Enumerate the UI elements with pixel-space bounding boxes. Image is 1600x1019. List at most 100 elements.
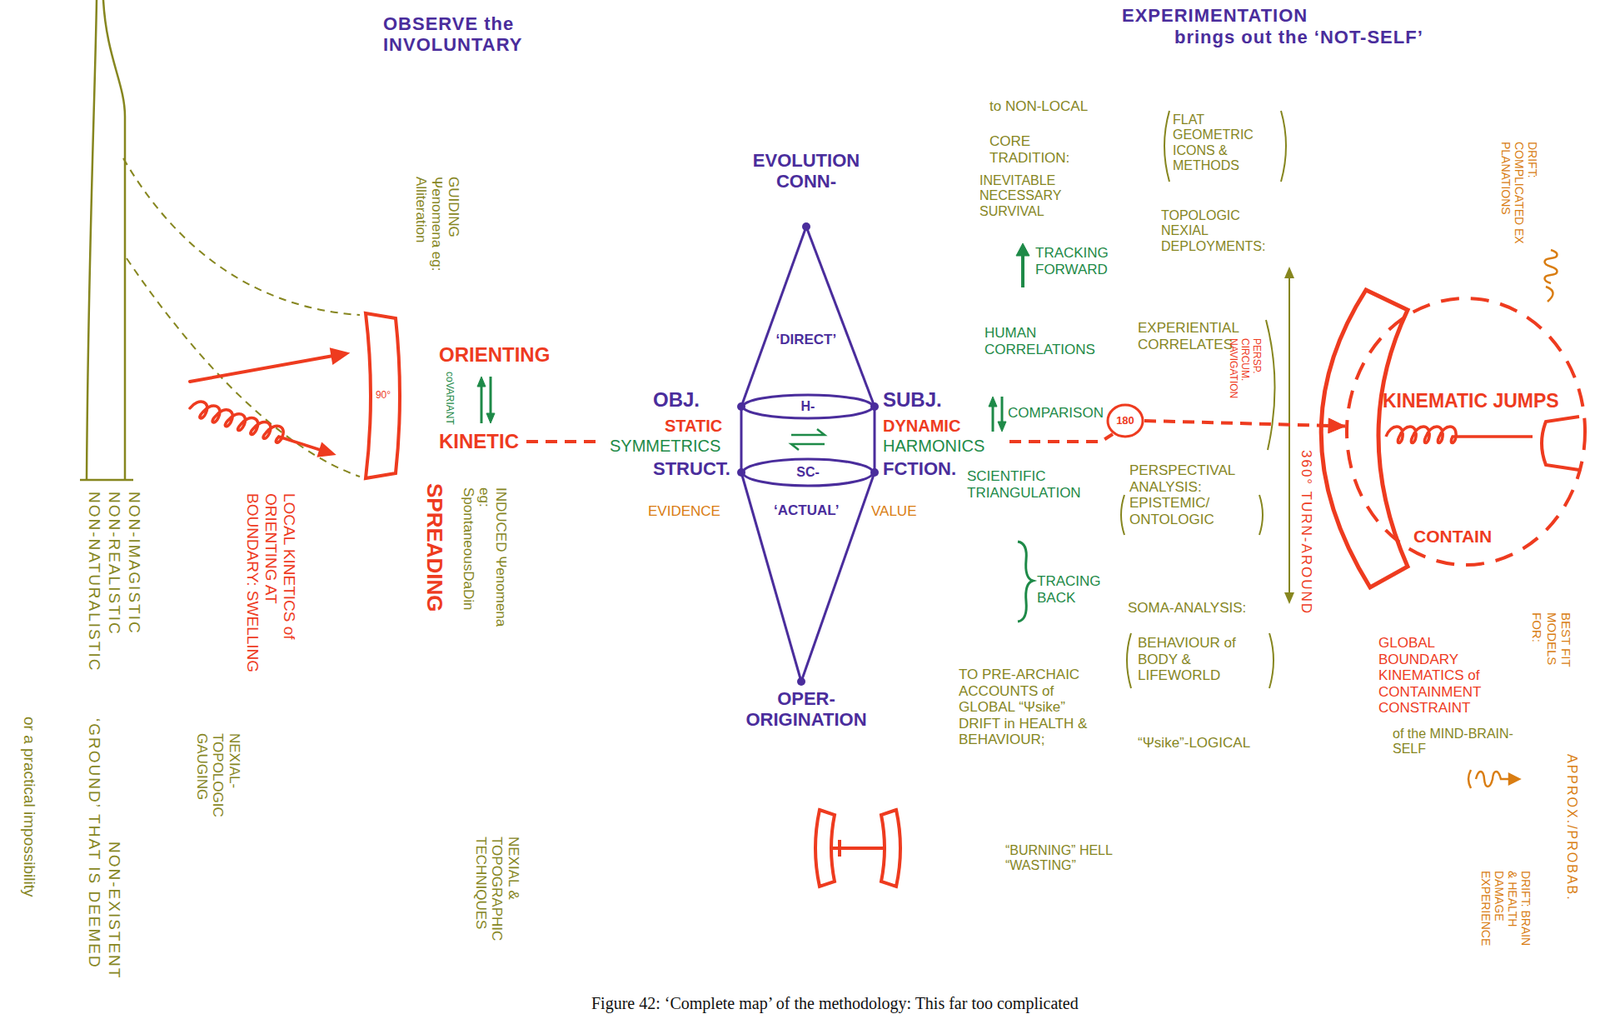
ellipse-outline [1107, 404, 1143, 437]
connector [874, 406, 876, 473]
containment-circle: KINEMATIC JUMPSCONTAIN [1345, 296, 1587, 567]
tracking-arrow [1016, 243, 1030, 288]
ground-note: NON-REALISTIC [104, 491, 124, 636]
coil [1468, 769, 1511, 788]
tradition-note: INEVITABLE NECESSARY SURVIVAL [979, 173, 1080, 220]
pole-label: FCTION. [882, 458, 957, 479]
ground-line [103, 0, 125, 480]
arrowhead [318, 443, 337, 461]
analysis-note: “Ψsike”-LOGICAL [1137, 734, 1251, 752]
connector-line [740, 406, 743, 473]
bracket [1164, 110, 1170, 182]
coil [1385, 426, 1533, 444]
dashed-circle [1346, 298, 1586, 565]
bracket [881, 809, 901, 887]
dashed-flow [526, 439, 604, 444]
stage-word: ORIENTING [438, 343, 550, 367]
down-arrow [489, 376, 493, 415]
technique-note: NEXIAL & TOPOGRAPHIC TECHNIQUES [472, 836, 522, 953]
arrowhead [1284, 266, 1295, 279]
bracket [1266, 319, 1276, 450]
self-note: of the MIND-BRAIN-SELF [1392, 726, 1526, 758]
node-text: SC- [796, 464, 820, 480]
ground-note: or a practical impossibility [19, 716, 39, 897]
analysis-note: SOMA-ANALYSIS: [1127, 599, 1247, 617]
node-text: H- [801, 398, 816, 414]
mode-label: STATIC [664, 416, 723, 436]
arrowhead [330, 348, 349, 364]
harpoon [791, 443, 825, 450]
arrowhead [988, 396, 997, 407]
dashed-guide [123, 158, 360, 315]
arrowhead [486, 413, 495, 424]
kinetics-note: LOCAL KINETICS of ORIENTING AT BOUNDARY:… [243, 493, 299, 693]
node-text: CONTAIN [1413, 526, 1492, 547]
arrowhead [1328, 418, 1346, 434]
pole-label: OBJ. [652, 388, 700, 412]
bracket [815, 809, 835, 887]
dashed-flow [1009, 433, 1113, 442]
dot [797, 677, 806, 686]
ellipse-outline [742, 458, 873, 486]
covariant-note: coVARIANT [443, 371, 455, 425]
bracket-outline [365, 313, 400, 479]
phenomena-note: GUIDING Ψenomena eg: Alliteration [412, 176, 462, 310]
mode-label: DYNAMIC [882, 416, 961, 436]
straight-arrow [189, 355, 334, 382]
arrowhead [997, 421, 1007, 432]
connector [741, 406, 743, 473]
drift-note: DRIFT: BRAIN & HEALTH DAMAGE EXPERIENCE [1479, 870, 1533, 954]
navigation-note: PERSP. CIRCUM. NAVIGATION [1227, 338, 1262, 409]
coil [188, 398, 325, 457]
harmonic-ellipse: H- [741, 393, 875, 420]
dashed-guide [126, 258, 360, 477]
method-note: TRACKING FORWARD [1035, 244, 1127, 278]
value-label: VALUE [871, 503, 918, 520]
ground-note: NON-IMAGISTIC [124, 491, 144, 635]
ground-line [86, 0, 97, 480]
technique-note: FLAT GEOMETRIC ICONS & METHODS [1172, 112, 1277, 175]
up-arrow [480, 384, 484, 424]
ground-note: ‘GROUND’ THAT IS DEEMED [84, 717, 104, 969]
stage-word: KINETIC [438, 429, 519, 454]
value-label: EVIDENCE [647, 503, 721, 520]
technique-note: TOPOLOGIC NEXIAL DEPLOYMENTS: [1161, 208, 1286, 255]
tradition-note: to NON-LOCAL [989, 98, 1088, 115]
up-arrow [1021, 253, 1025, 288]
boundary-bracket [1320, 289, 1408, 588]
connector-line [873, 406, 877, 473]
ground-figure [79, 0, 134, 480]
bar [832, 839, 883, 857]
ground-note: NON-EXISTENT [104, 841, 124, 979]
node-text: 180 [1116, 414, 1135, 428]
heading-note: OBSERVE the INVOLUNTARY [383, 13, 575, 56]
coil [1545, 249, 1558, 302]
drift-note: DRIFT: COMPLICATED EX PLANATIONS [1499, 141, 1540, 250]
arrowhead [1509, 773, 1520, 784]
cone-lines [741, 226, 875, 682]
comparison-arrows [988, 396, 1007, 432]
coil-arrow [188, 398, 338, 461]
cone-line [741, 226, 807, 407]
model-note: APPROX./PROBAB. [1564, 753, 1580, 902]
mode-label: HARMONICS [882, 436, 985, 456]
cone-line [806, 226, 875, 407]
connector-line [1144, 420, 1346, 427]
equilibrium-symbol [791, 428, 825, 450]
ground-line [79, 478, 134, 482]
boundary-bracket: 90° [362, 311, 404, 480]
covariant-arrows [477, 376, 495, 424]
apex-label: EVOLUTION CONN- [739, 149, 873, 193]
dot [802, 222, 811, 231]
turn-circle: 180 [1106, 403, 1145, 439]
stage-word: SPREADING [421, 483, 447, 613]
turnaround-note: 360° TURN-AROUND [1297, 449, 1315, 615]
arrowhead [1284, 592, 1295, 604]
double-arrow [1288, 276, 1291, 594]
kinematics-note: GLOBAL BOUNDARY KINEMATICS of CONTAINMEN… [1378, 634, 1504, 717]
up-arrow [991, 404, 995, 432]
structure-ellipse: SC- [741, 457, 875, 488]
tradition-note: CORE TRADITION: [989, 133, 1098, 166]
harpoon [791, 428, 825, 435]
